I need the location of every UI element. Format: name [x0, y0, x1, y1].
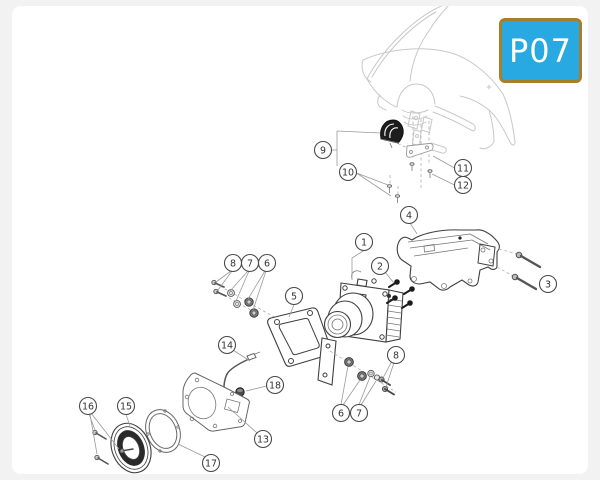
- callout-18[interactable]: 18: [265, 375, 285, 395]
- callout-1[interactable]: 1: [354, 232, 374, 252]
- leader-lines: [88, 130, 455, 458]
- svg-text:8: 8: [393, 350, 399, 361]
- callout-10[interactable]: 10: [338, 162, 358, 182]
- part-17-gasket: [145, 409, 181, 453]
- callout-5[interactable]: 5: [284, 286, 304, 306]
- svg-text:14: 14: [221, 340, 233, 351]
- callout-6[interactable]: 6: [331, 403, 351, 423]
- callout-15[interactable]: 15: [116, 396, 136, 416]
- part-16-screws: [92, 429, 109, 465]
- callout-13[interactable]: 13: [253, 429, 273, 449]
- svg-text:7: 7: [247, 258, 253, 269]
- svg-text:16: 16: [82, 401, 94, 412]
- svg-text:8: 8: [230, 258, 236, 269]
- callout-8[interactable]: 8: [223, 253, 243, 273]
- callout-2[interactable]: 2: [370, 256, 390, 276]
- part-13-mounting-flange: [182, 372, 250, 432]
- svg-text:3: 3: [545, 279, 551, 290]
- fairing-outline: [361, 6, 516, 154]
- right-hardware-grommets-spacers-screws: [329, 350, 397, 396]
- svg-text:11: 11: [457, 163, 469, 174]
- callout-16[interactable]: 16: [78, 396, 98, 416]
- svg-text:10: 10: [342, 167, 354, 178]
- svg-text:5: 5: [291, 291, 297, 302]
- svg-text:15: 15: [120, 401, 132, 412]
- part-10-screws: [387, 184, 400, 203]
- part-5-mounting-frame: [219, 285, 337, 386]
- callout-14[interactable]: 14: [217, 335, 237, 355]
- svg-text:18: 18: [269, 380, 281, 391]
- svg-text:12: 12: [457, 180, 469, 191]
- callout-12[interactable]: 12: [453, 175, 473, 195]
- part-15-bezel-ring: [110, 422, 152, 474]
- callout-7[interactable]: 7: [349, 403, 369, 423]
- svg-text:7: 7: [356, 408, 362, 419]
- part-3-bolts: [496, 248, 542, 291]
- part-4-headlight-bracket: [396, 229, 500, 291]
- svg-text:2: 2: [377, 261, 383, 272]
- svg-text:17: 17: [205, 458, 217, 469]
- callout-4[interactable]: 4: [399, 205, 419, 225]
- svg-text:13: 13: [257, 434, 269, 445]
- part-1-headlight-unit: [323, 270, 404, 343]
- page-code-label: P07: [508, 31, 572, 70]
- callout-6[interactable]: 6: [257, 253, 277, 273]
- callout-17[interactable]: 17: [201, 453, 221, 473]
- callout-3[interactable]: 3: [538, 274, 558, 294]
- svg-text:6: 6: [264, 258, 270, 269]
- callout-7[interactable]: 7: [240, 253, 260, 273]
- svg-text:1: 1: [361, 237, 367, 248]
- callout-8[interactable]: 8: [386, 345, 406, 365]
- svg-text:6: 6: [338, 408, 344, 419]
- part-9-rubber-damper: [380, 119, 404, 149]
- part-12-screws: [409, 162, 433, 178]
- callout-11[interactable]: 11: [453, 158, 473, 178]
- svg-text:9: 9: [320, 145, 326, 156]
- svg-text:4: 4: [406, 210, 412, 221]
- callout-9[interactable]: 9: [313, 140, 333, 160]
- page-code-badge: P07: [499, 18, 582, 83]
- part-2-screws: [385, 279, 415, 310]
- part-11-clamp-bracket: [406, 143, 434, 158]
